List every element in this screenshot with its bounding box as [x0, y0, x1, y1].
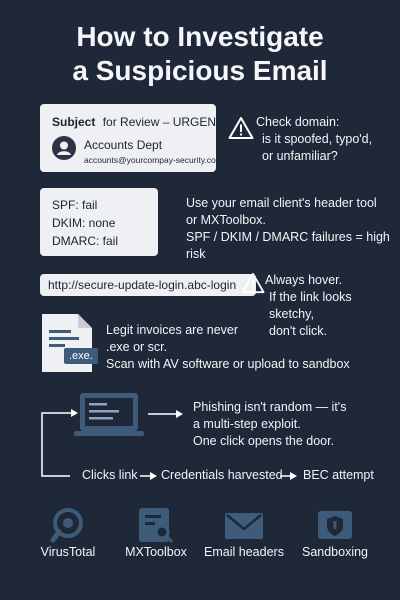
tool-label-mxtoolbox: MXToolbox: [125, 545, 187, 559]
phishing-line3: One click opens the door.: [193, 434, 335, 448]
tool-label-email-headers: Email headers: [204, 545, 284, 559]
tool-label-virustotal: VirusTotal: [40, 545, 96, 559]
suspicious-link[interactable]: http://secure-update-login.abc-login: [40, 274, 256, 296]
envelope-icon: [224, 505, 264, 545]
phishing-line1: Phishing isn't random — it's: [193, 400, 347, 414]
flow-step-clicks-link: Clicks link: [82, 468, 138, 482]
header-tip-line2: or MXToolbox.: [186, 213, 266, 227]
tool-label-sandboxing: Sandboxing: [301, 545, 369, 559]
link-tip-line3: don't click.: [269, 324, 327, 338]
sender-name: Accounts Dept: [84, 138, 163, 152]
warning-icon: [228, 116, 254, 140]
auth-results-card: SPF: fail DKIM: none DMARC: fail: [40, 188, 158, 256]
link-tip-line2: If the link looks sketchy,: [269, 290, 352, 321]
file-extension-badge: .exe.: [64, 348, 98, 364]
check-domain-line2: is it spoofed, typo'd,: [262, 132, 373, 146]
subject-text: for Review – URGENT: [102, 115, 224, 129]
check-domain-title: Check domain:: [256, 115, 340, 129]
email-preview-card: Subject for Review – URGENT Accounts Dep…: [40, 104, 223, 172]
flow-step-bec: BEC attempt: [303, 468, 374, 482]
phishing-line2: a multi-step exploit.: [193, 417, 301, 431]
subject-label: Subject: [52, 115, 96, 129]
attack-flow-arrows: [41, 393, 297, 480]
check-domain-line3: or unfamiliar?: [262, 149, 338, 163]
spf-result: SPF: fail: [52, 198, 98, 212]
attachment-line2: .exe or scr.: [106, 340, 168, 354]
header-tip-line1: Use your email client's header tool: [186, 196, 377, 210]
flow-step-credentials: Credentials harvested: [161, 468, 283, 482]
laptop-icon: [74, 393, 144, 436]
dkim-result: DKIM: none: [52, 216, 116, 230]
header-tip-line3: SPF / DKIM / DMARC failures = high risk: [186, 230, 390, 261]
page-title-line1: How to Investigate: [76, 21, 324, 52]
attachment-line1: Legit invoices are never: [106, 323, 239, 337]
document-search-icon: [136, 505, 176, 545]
link-tip-line1: Always hover.: [265, 273, 343, 287]
attachment-line3: Scan with AV software or upload to sandb…: [106, 357, 350, 371]
sender-email: accounts@yourcompay-security.com: [84, 155, 223, 165]
avatar-icon: [52, 136, 76, 160]
magnifier-icon: [48, 505, 88, 545]
dmarc-result: DMARC: fail: [52, 234, 119, 248]
warning-icon: [241, 272, 265, 294]
shield-icon: [315, 505, 355, 545]
page-title-line2: a Suspicious Email: [72, 55, 328, 86]
file-attachment-icon: .exe.: [40, 312, 98, 374]
